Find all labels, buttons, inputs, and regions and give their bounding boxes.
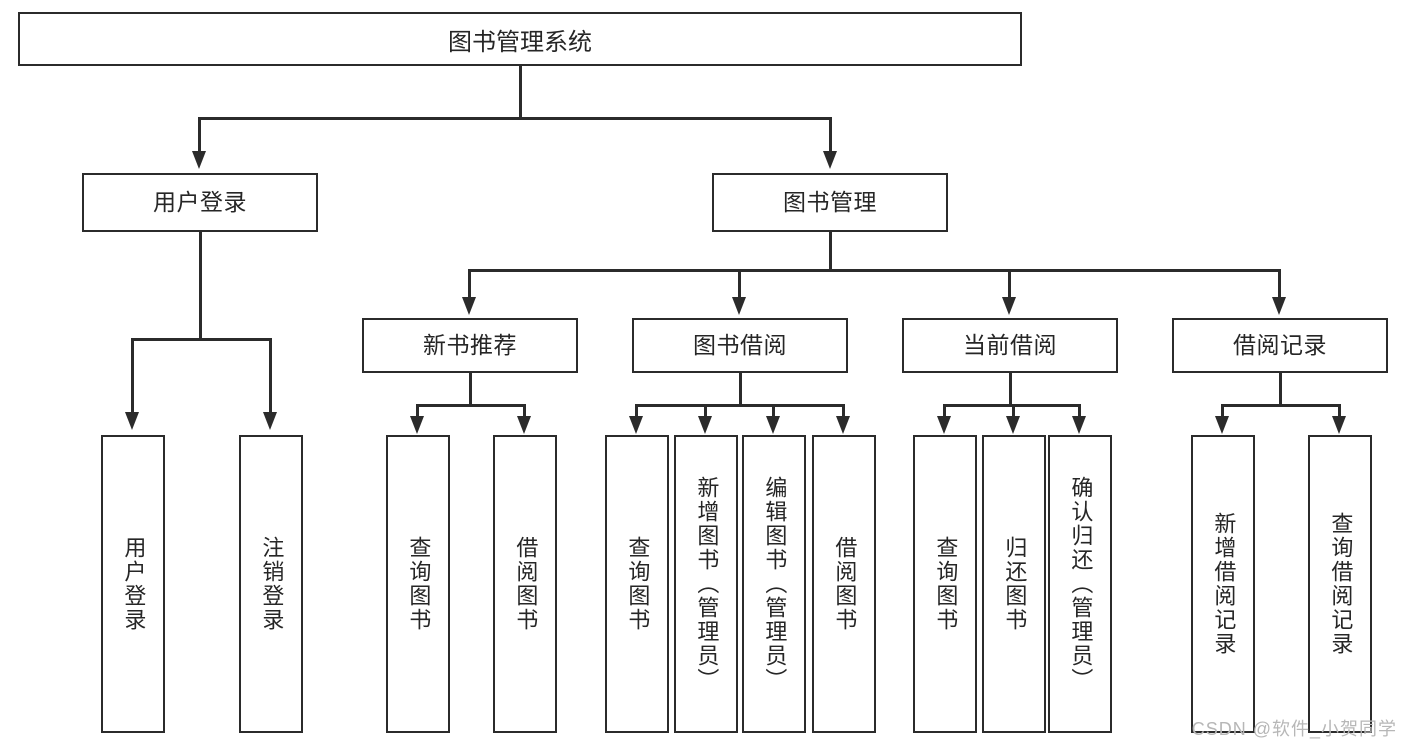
leaf-label: 借阅图书 xyxy=(832,536,858,632)
edge-drop-bb-leaf-1 xyxy=(635,404,638,418)
edge-drop-bb-leaf-4 xyxy=(842,404,845,418)
edge-new-book-stem xyxy=(469,373,472,406)
edge-user-login-stem xyxy=(199,232,202,340)
edge-drop-user-login xyxy=(198,117,201,153)
leaf-bb-add-book-admin[interactable]: 新增图书（管理员） xyxy=(674,435,738,733)
arrowhead-nb-leaf-2 xyxy=(517,416,531,434)
edge-drop-current-borrow xyxy=(1008,269,1011,299)
leaf-br-query-record[interactable]: 查询借阅记录 xyxy=(1308,435,1372,733)
arrowhead-bb-leaf-2 xyxy=(698,416,712,434)
leaf-label: 用户登录 xyxy=(121,536,147,632)
leaf-label: 新增借阅记录 xyxy=(1211,512,1237,656)
arrowhead-nb-leaf-1 xyxy=(410,416,424,434)
node-root-system[interactable]: 图书管理系统 xyxy=(18,12,1022,66)
node-current-borrow[interactable]: 当前借阅 xyxy=(902,318,1118,373)
edge-current-borrow-bus xyxy=(943,404,1080,407)
edge-drop-nb-leaf-1 xyxy=(416,404,419,418)
edge-drop-nb-leaf-2 xyxy=(523,404,526,418)
leaf-nb-borrow-book[interactable]: 借阅图书 xyxy=(493,435,557,733)
edge-drop-br-leaf-1 xyxy=(1221,404,1224,418)
edge-current-borrow-stem xyxy=(1009,373,1012,406)
leaf-label: 查询图书 xyxy=(406,536,432,632)
edge-book-borrow-bus xyxy=(635,404,844,407)
arrowhead-user-login xyxy=(192,151,206,169)
leaf-br-add-record[interactable]: 新增借阅记录 xyxy=(1191,435,1255,733)
edge-drop-borrow-records xyxy=(1278,269,1281,299)
leaf-label: 编辑图书（管理员） xyxy=(762,476,788,692)
leaf-bb-edit-book-admin[interactable]: 编辑图书（管理员） xyxy=(742,435,806,733)
edge-drop-new-book xyxy=(468,269,471,299)
node-label: 新书推荐 xyxy=(423,331,517,358)
edge-drop-br-leaf-2 xyxy=(1338,404,1341,418)
edge-level1-bus xyxy=(198,117,832,120)
arrowhead-new-book xyxy=(462,297,476,315)
edge-book-manage-stem xyxy=(829,232,832,272)
edge-user-login-bus xyxy=(131,338,271,341)
leaf-nb-query-book[interactable]: 查询图书 xyxy=(386,435,450,733)
leaf-label: 查询借阅记录 xyxy=(1328,512,1354,656)
leaf-label: 借阅图书 xyxy=(513,536,539,632)
leaf-cb-return-book[interactable]: 归还图书 xyxy=(982,435,1046,733)
edge-level2-bus xyxy=(468,269,1280,272)
node-label: 当前借阅 xyxy=(963,331,1057,358)
edge-drop-book-borrow xyxy=(738,269,741,299)
leaf-label: 归还图书 xyxy=(1002,536,1028,632)
node-book-borrow[interactable]: 图书借阅 xyxy=(632,318,848,373)
arrowhead-cb-leaf-1 xyxy=(937,416,951,434)
leaf-label: 新增图书（管理员） xyxy=(694,476,720,692)
leaf-cb-confirm-return-admin[interactable]: 确认归还（管理员） xyxy=(1048,435,1112,733)
node-label: 借阅记录 xyxy=(1233,331,1327,358)
leaf-label: 注销登录 xyxy=(259,536,285,632)
arrowhead-br-leaf-2 xyxy=(1332,416,1346,434)
node-label: 图书借阅 xyxy=(693,331,787,358)
arrowhead-bb-leaf-3 xyxy=(766,416,780,434)
node-book-management[interactable]: 图书管理 xyxy=(712,173,948,232)
edge-drop-leaf-logout xyxy=(269,338,272,414)
leaf-cb-query-book[interactable]: 查询图书 xyxy=(913,435,977,733)
arrowhead-current-borrow xyxy=(1002,297,1016,315)
arrowhead-bb-leaf-4 xyxy=(836,416,850,434)
arrowhead-cb-leaf-2 xyxy=(1006,416,1020,434)
edge-drop-book-manage xyxy=(829,117,832,153)
node-borrow-records[interactable]: 借阅记录 xyxy=(1172,318,1388,373)
edge-borrow-records-bus xyxy=(1221,404,1341,407)
edge-drop-leaf-user-login xyxy=(131,338,134,414)
edge-new-book-bus xyxy=(416,404,526,407)
leaf-bb-borrow-book[interactable]: 借阅图书 xyxy=(812,435,876,733)
edge-book-borrow-stem xyxy=(739,373,742,406)
edge-root-stem xyxy=(519,66,522,118)
arrowhead-book-borrow xyxy=(732,297,746,315)
edge-borrow-records-stem xyxy=(1279,373,1282,406)
leaf-user-login[interactable]: 用户登录 xyxy=(101,435,165,733)
node-new-book-recommend[interactable]: 新书推荐 xyxy=(362,318,578,373)
leaf-logout[interactable]: 注销登录 xyxy=(239,435,303,733)
leaf-bb-query-book[interactable]: 查询图书 xyxy=(605,435,669,733)
arrowhead-book-manage xyxy=(823,151,837,169)
arrowhead-cb-leaf-3 xyxy=(1072,416,1086,434)
arrowhead-bb-leaf-1 xyxy=(629,416,643,434)
arrowhead-br-leaf-1 xyxy=(1215,416,1229,434)
node-label: 用户登录 xyxy=(153,188,247,215)
arrowhead-leaf-user-login xyxy=(125,412,139,430)
leaf-label: 查询图书 xyxy=(933,536,959,632)
edge-drop-bb-leaf-3 xyxy=(772,404,775,418)
edge-drop-cb-leaf-1 xyxy=(943,404,946,418)
edge-drop-bb-leaf-2 xyxy=(704,404,707,418)
node-user-login[interactable]: 用户登录 xyxy=(82,173,318,232)
node-label: 图书管理系统 xyxy=(448,28,592,56)
node-label: 图书管理 xyxy=(783,188,877,215)
arrowhead-borrow-records xyxy=(1272,297,1286,315)
edge-drop-cb-leaf-3 xyxy=(1078,404,1081,418)
edge-drop-cb-leaf-2 xyxy=(1012,404,1015,418)
leaf-label: 查询图书 xyxy=(625,536,651,632)
arrowhead-leaf-logout xyxy=(263,412,277,430)
leaf-label: 确认归还（管理员） xyxy=(1068,476,1094,692)
